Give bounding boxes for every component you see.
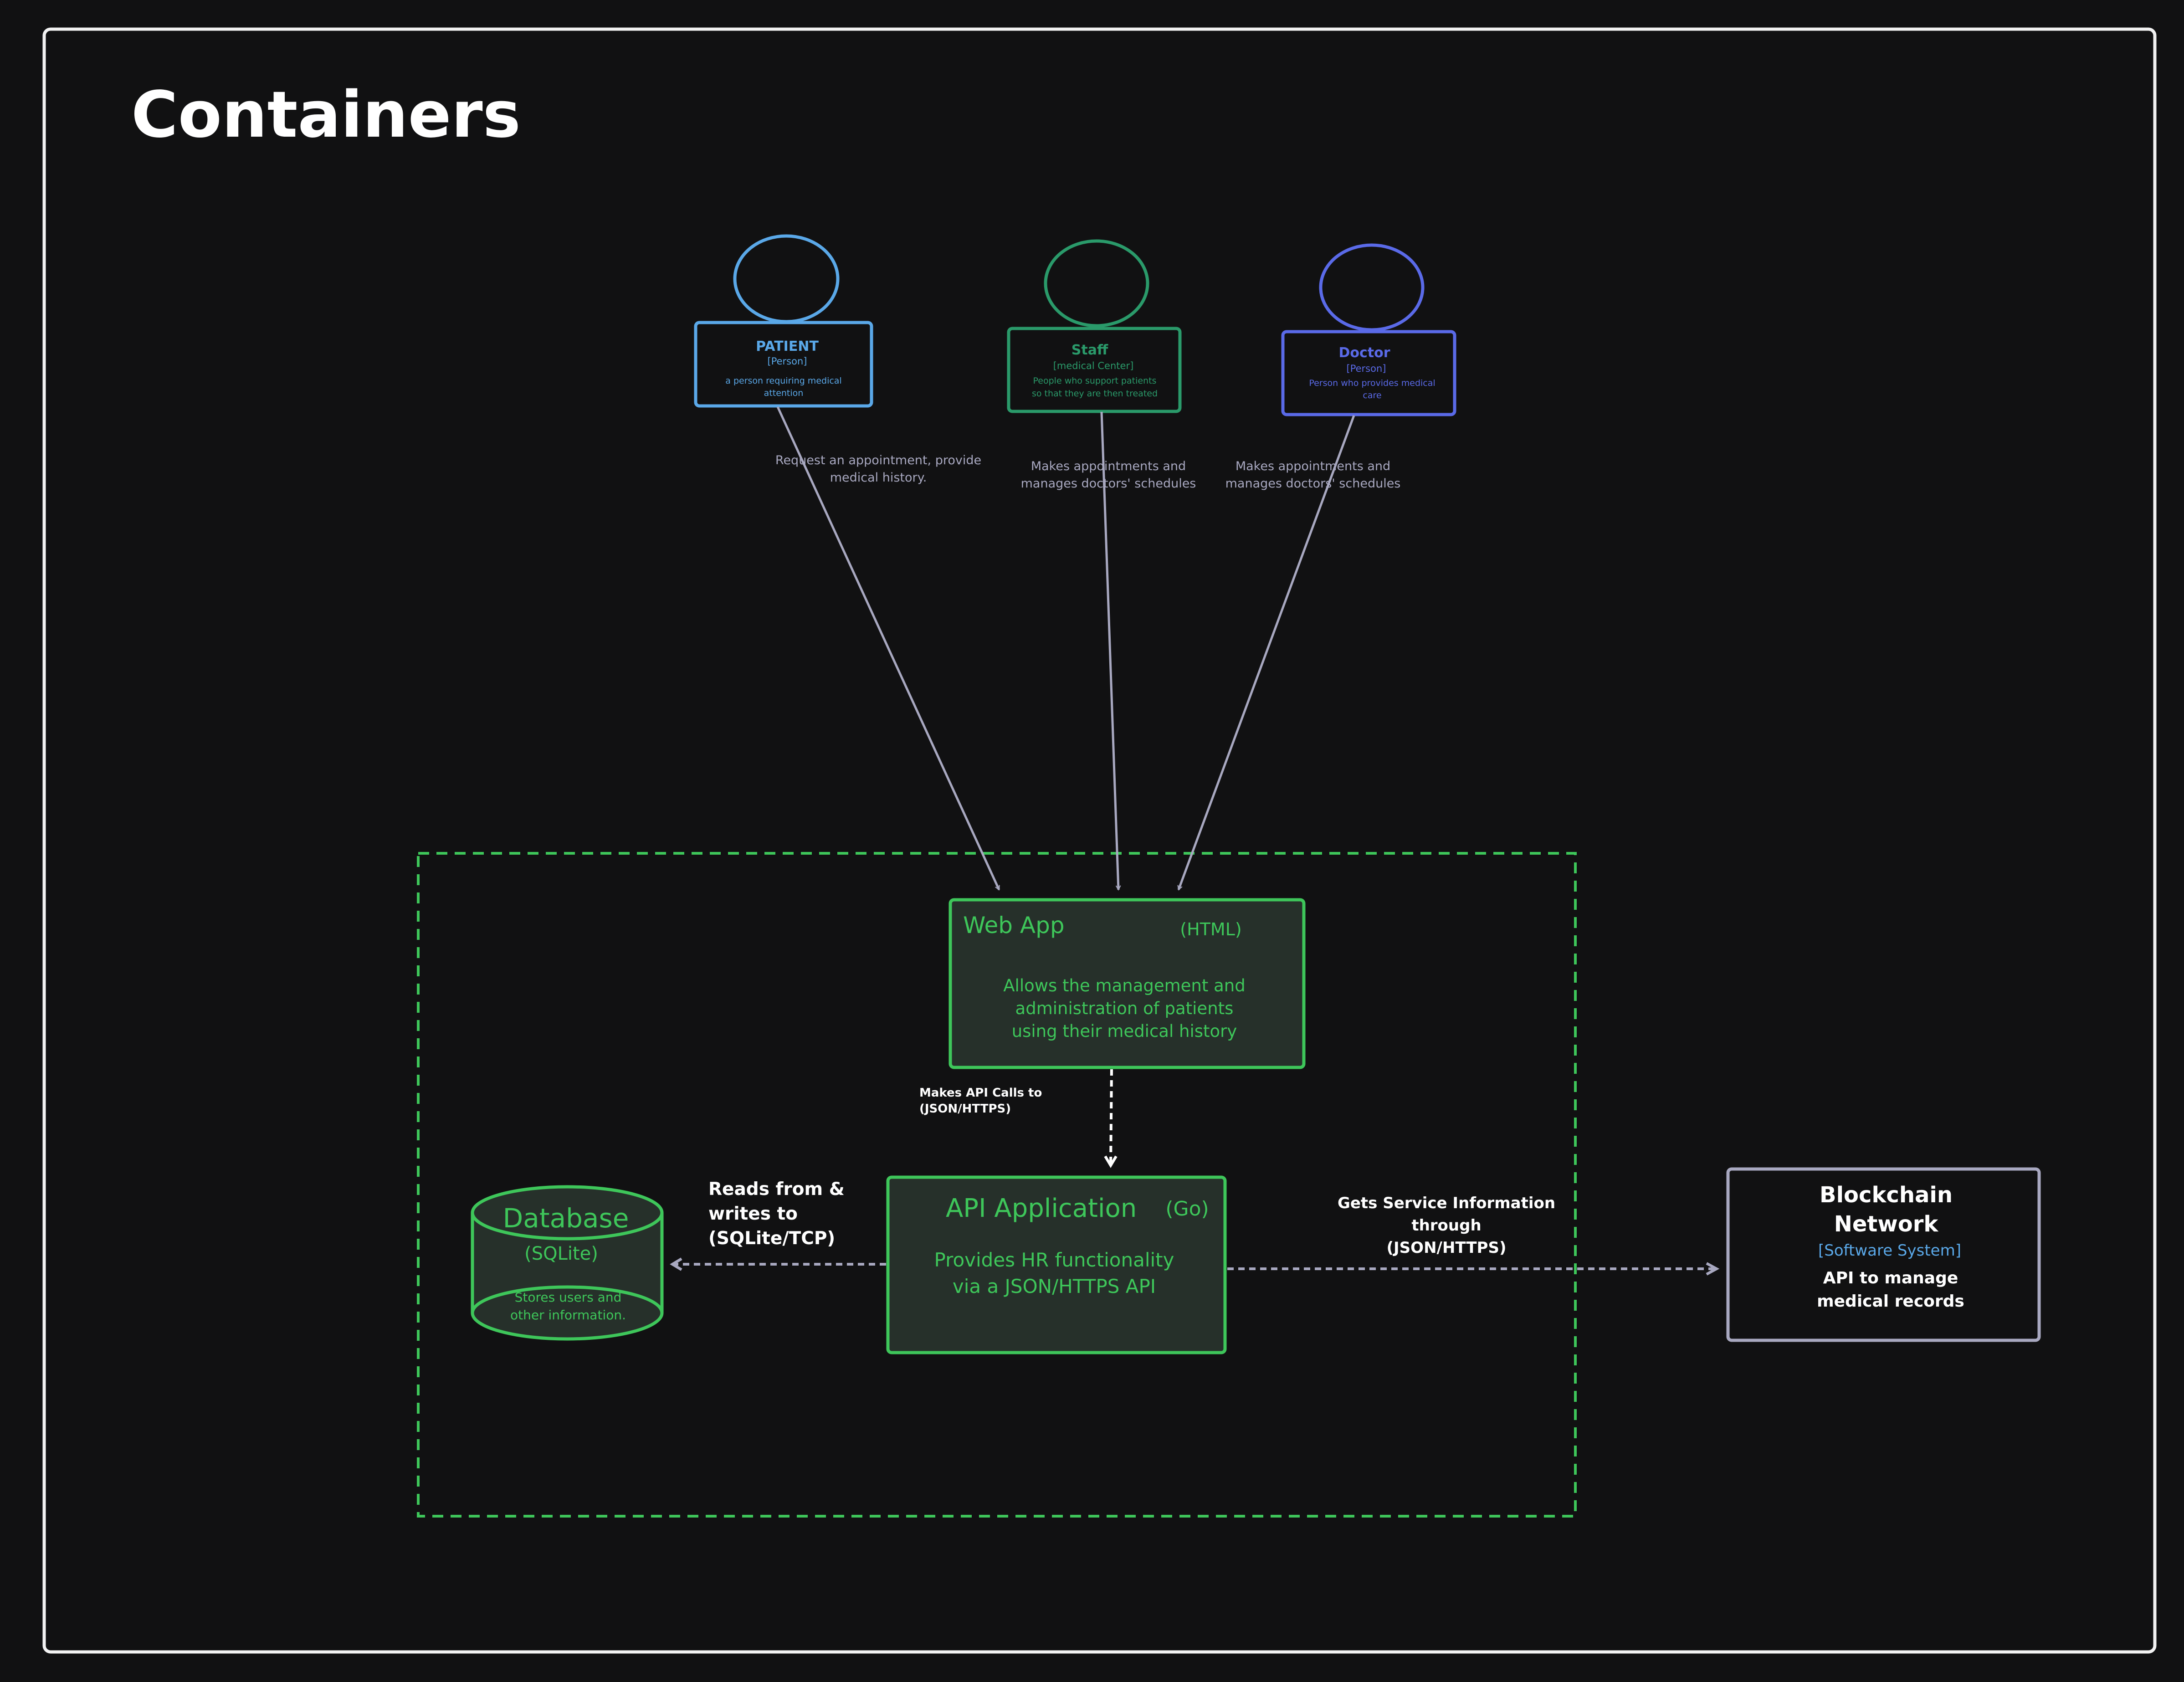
page-title: Containers: [131, 78, 521, 152]
person-box: [1281, 330, 1456, 416]
person-name: Doctor: [1338, 345, 1390, 361]
label-line: Makes appointments and: [1236, 459, 1390, 473]
label-line: Gets Service Information: [1338, 1194, 1555, 1212]
label-line: through: [1411, 1216, 1481, 1235]
container-desc-line: administration of patients: [1015, 999, 1234, 1018]
external-system-box: [1726, 1167, 2041, 1342]
person-staff[interactable]: Staff [medical Center] People who suppor…: [1007, 239, 1182, 413]
arrowhead-icon: [1104, 1155, 1118, 1168]
container-tech: (HTML): [1180, 919, 1241, 939]
container-api[interactable]: API Application (Go) Provides HR functio…: [886, 1175, 1227, 1354]
arrow-webapp-to-api: [1109, 1069, 1113, 1166]
system-desc-line: medical records: [1817, 1292, 1964, 1311]
label-line: medical history.: [830, 471, 927, 485]
person-desc-line: Person who provides medical: [1309, 378, 1435, 388]
arrow-patient-to-webapp: [776, 406, 1000, 890]
arrowhead-icon: [1706, 1262, 1720, 1276]
container-desc-line: other information.: [510, 1308, 626, 1323]
database-cylinder-top: [471, 1185, 664, 1241]
label-line: (SQLite/TCP): [708, 1228, 835, 1249]
person-head-icon: [1044, 239, 1149, 328]
person-tag: [Person]: [768, 356, 807, 367]
container-tech: (Go): [1165, 1197, 1209, 1220]
person-tag: [medical Center]: [1053, 360, 1134, 371]
label-staff-webapp: Makes appointments and manages doctors' …: [1021, 459, 1196, 491]
arrow-doctor-to-webapp: [1179, 415, 1355, 890]
label-line: manages doctors' schedules: [1021, 477, 1196, 491]
container-webapp[interactable]: Web App (HTML) Allows the management and…: [948, 898, 1306, 1069]
system-boundary: [417, 852, 1577, 1518]
container-tech: (SQLite): [524, 1243, 598, 1264]
label-doctor-webapp: Makes appointments and manages doctors' …: [1225, 459, 1401, 491]
person-name: Staff: [1071, 342, 1108, 358]
person-tag: [Person]: [1347, 363, 1386, 374]
container-box: [948, 898, 1306, 1069]
label-api-database: Reads from & writes to (SQLite/TCP): [708, 1179, 845, 1249]
container-box: [886, 1175, 1227, 1354]
container-name: Database: [503, 1203, 629, 1234]
container-desc-line: Allows the management and: [1003, 976, 1246, 995]
arrowhead-icon: [670, 1257, 682, 1271]
database-cylinder-bottom-arc: [471, 1285, 664, 1313]
container-desc-line: Stores users and: [515, 1290, 622, 1305]
person-desc-line: so that they are then treated: [1032, 389, 1158, 399]
arrow-staff-to-webapp: [1100, 411, 1118, 890]
person-doctor[interactable]: Doctor [Person] Person who provides medi…: [1281, 243, 1456, 416]
label-line: (JSON/HTTPS): [919, 1102, 1011, 1116]
person-head-icon: [1319, 243, 1425, 332]
container-database[interactable]: Database (SQLite) Stores users and other…: [471, 1185, 664, 1341]
label-api-blockchain: Gets Service Information through (JSON/H…: [1338, 1194, 1555, 1257]
container-name: API Application: [946, 1194, 1137, 1223]
container-desc-line: via a JSON/HTTPS API: [953, 1275, 1156, 1297]
label-line: writes to: [708, 1204, 798, 1224]
person-patient[interactable]: PATIENT [Person] a person requiring medi…: [694, 234, 873, 408]
database-cylinder-body: [471, 1213, 664, 1341]
external-system-blockchain[interactable]: Blockchain Network [Software System] API…: [1726, 1167, 2041, 1342]
system-name-line: Blockchain: [1820, 1182, 1953, 1208]
label-patient-webapp: Request an appointment, provide medical …: [775, 453, 981, 485]
person-name: PATIENT: [756, 338, 819, 354]
label-line: (JSON/HTTPS): [1386, 1239, 1506, 1257]
person-box: [1007, 327, 1182, 413]
system-tag: [Software System]: [1818, 1241, 1961, 1260]
container-desc-line: using their medical history: [1012, 1021, 1237, 1041]
system-desc-line: API to manage: [1823, 1269, 1958, 1287]
label-line: Makes API Calls to: [919, 1086, 1042, 1100]
person-box: [694, 321, 873, 408]
label-line: Request an appointment, provide: [775, 453, 981, 467]
person-desc-line: attention: [764, 388, 804, 398]
page-frame: [42, 27, 2157, 1654]
system-name-line: Network: [1834, 1211, 1939, 1237]
container-name: Web App: [963, 912, 1065, 938]
label-webapp-api: Makes API Calls to (JSON/HTTPS): [919, 1086, 1042, 1116]
label-line: Makes appointments and: [1031, 459, 1186, 473]
person-desc-line: care: [1363, 390, 1381, 400]
label-line: manages doctors' schedules: [1225, 477, 1401, 491]
container-desc-line: Provides HR functionality: [934, 1249, 1174, 1271]
label-line: Reads from &: [708, 1179, 845, 1200]
person-desc-line: a person requiring medical: [725, 376, 841, 386]
person-desc-line: People who support patients: [1033, 376, 1157, 386]
